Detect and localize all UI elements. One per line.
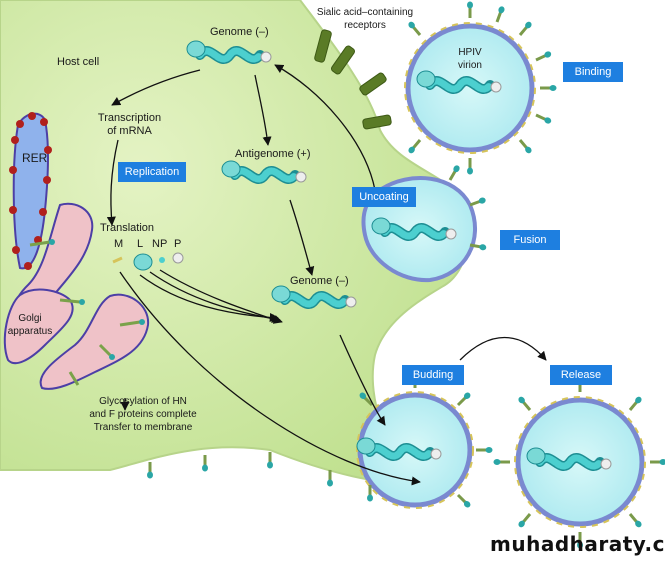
antigenome-label: Antigenome (+) <box>235 148 311 160</box>
genome-mid-label: Genome (–) <box>290 275 349 287</box>
fusion-tag: Fusion <box>500 230 560 250</box>
watermark: muhadharaty.com <box>490 532 665 556</box>
binding-tag: Binding <box>563 62 623 82</box>
golgi-shape-2 <box>3 288 74 365</box>
uncoating-tag: Uncoating <box>352 187 416 207</box>
golgi-shape-3 <box>39 293 150 390</box>
virion-binding <box>405 23 535 153</box>
transcription-label: Transcription of mRNA <box>97 112 162 137</box>
protein-l-label: L <box>137 238 144 250</box>
rer-label: RER <box>22 151 48 165</box>
protein-p-label: P <box>174 238 182 250</box>
translation-label: Translation <box>100 222 155 234</box>
hpiv-virion-label: HPIV virion <box>458 47 482 71</box>
host-cell-label: Host cell <box>57 56 100 68</box>
release-tag: Release <box>550 365 612 385</box>
budding-tag: Budding <box>402 365 464 385</box>
genome-top-label: Genome (–) <box>210 26 269 38</box>
glycosylation-label: Glycosylation of HN and F proteins compl… <box>89 396 197 433</box>
replication-tag: Replication <box>118 162 186 182</box>
golgi-label: Golgi apparatus <box>7 313 53 337</box>
rer-shape <box>12 112 50 270</box>
protein-m-label: M <box>114 238 124 250</box>
protein-np-label: NP <box>152 238 168 250</box>
sialic-receptors-label: Sialic acid–containing receptors <box>316 7 414 31</box>
